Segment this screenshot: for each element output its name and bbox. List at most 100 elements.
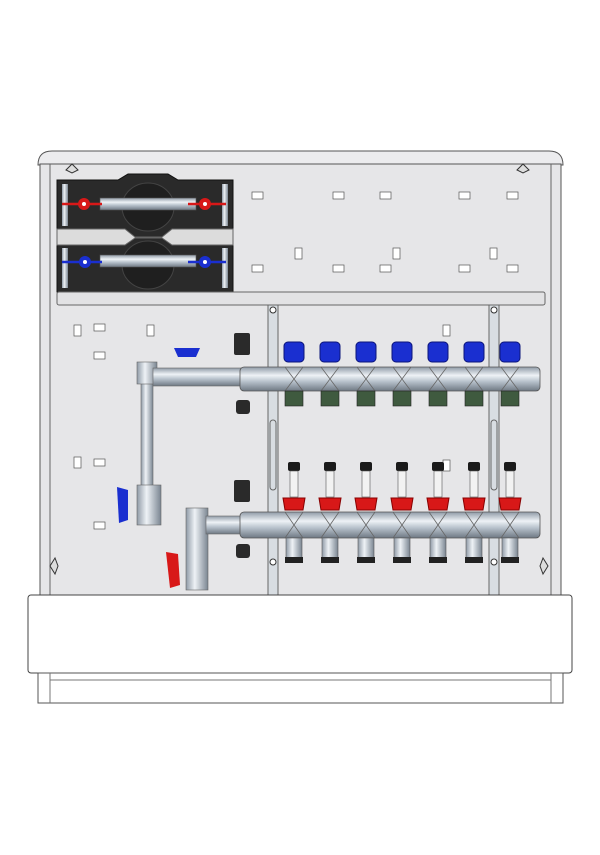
blue-ball-valve-icon: [174, 348, 200, 357]
flowmeter-knob-icon: [468, 462, 480, 471]
blue-ball-valve-icon: [62, 256, 102, 268]
flowmeter-tube: [361, 470, 371, 498]
mounting-slot: [93, 351, 106, 360]
mounting-slots: [73, 191, 519, 530]
flowmeter-red-collar-icon: [282, 497, 306, 511]
mounting-slot: [458, 264, 471, 273]
pump-group: [56, 173, 234, 299]
supply-manifold-bar: [239, 511, 541, 539]
mounting-slot: [93, 521, 106, 530]
outlet-body: [500, 366, 520, 392]
supply-outlet-nut: [285, 557, 303, 563]
return-valve-cap-icon: [391, 341, 413, 363]
return-outlet-connector: [464, 390, 484, 407]
outlet-body: [392, 511, 412, 539]
flowmeter-red-collar-icon: [354, 497, 378, 511]
return-outlet-connector: [320, 390, 340, 407]
flowmeter-tube: [469, 470, 479, 498]
supply-outlet-nut: [357, 557, 375, 563]
mounting-slot: [73, 456, 82, 469]
supply-outlet-connector: [321, 537, 339, 559]
blue-ball-valve-icon: [117, 487, 128, 523]
return-valve-cap-icon: [319, 341, 341, 363]
mounting-slot: [93, 323, 106, 332]
red-ball-valve-icon: [62, 198, 102, 210]
outlet-body: [464, 511, 484, 539]
outlet-body: [428, 511, 448, 539]
cabinet-top: [37, 150, 564, 166]
supply-outlet-connector: [501, 537, 519, 559]
outlet-body: [356, 366, 376, 392]
return-valve-cap-icon: [427, 341, 449, 363]
flowmeter-knob-icon: [324, 462, 336, 471]
bottom-cover: [27, 594, 573, 674]
flowmeter-tube: [325, 470, 335, 498]
supply-outlet-nut: [393, 557, 411, 563]
mounting-slot: [392, 247, 401, 260]
supply-outlet-connector: [393, 537, 411, 559]
mounting-slot: [506, 264, 519, 273]
return-outlet-connector: [428, 390, 448, 407]
supply-outlet-nut: [501, 557, 519, 563]
supply-outlet-connector: [465, 537, 483, 559]
return-manifold-bar: [239, 366, 541, 392]
wing-nut-icon: [65, 163, 79, 174]
mounting-slot: [379, 264, 392, 273]
mounting-slot: [379, 191, 392, 200]
outlet-body: [500, 511, 520, 539]
mounting-slot: [489, 247, 498, 260]
outlet-body: [320, 366, 340, 392]
return-outlet-connector: [500, 390, 520, 407]
wing-nut-icon: [49, 556, 59, 576]
flowmeter-knob-icon: [288, 462, 300, 471]
outlet-body: [320, 511, 340, 539]
flowmeter-tube: [433, 470, 443, 498]
flowmeter-tube: [505, 470, 515, 498]
outlet-body: [428, 366, 448, 392]
manifold-outlets: [282, 341, 522, 563]
supply-outlet-connector: [285, 537, 303, 559]
flowmeter-red-collar-icon: [498, 497, 522, 511]
red-ball-valve-icon: [188, 198, 226, 210]
flowmeter-red-collar-icon: [462, 497, 486, 511]
supply-outlet-connector: [429, 537, 447, 559]
return-valve-cap-icon: [499, 341, 521, 363]
outlet-body: [284, 366, 304, 392]
flowmeter-red-collar-icon: [318, 497, 342, 511]
return-valve-cap-icon: [283, 341, 305, 363]
mounting-slot: [332, 191, 345, 200]
return-outlet-connector: [284, 390, 304, 407]
mounting-slot: [251, 191, 264, 200]
mounting-slot: [294, 247, 303, 260]
mounting-slot: [251, 264, 264, 273]
wing-nut-icon: [516, 163, 530, 174]
flowmeter-red-collar-icon: [426, 497, 450, 511]
mounting-slot: [73, 324, 82, 337]
blue-ball-valve-icon: [188, 256, 226, 268]
wing-nut-icon: [539, 556, 549, 576]
air-vent-icon: [234, 333, 250, 414]
mounting-slot: [458, 191, 471, 200]
flowmeter-knob-icon: [432, 462, 444, 471]
red-ball-valve-icon: [166, 552, 180, 588]
outlet-body: [392, 366, 412, 392]
supply-outlet-nut: [465, 557, 483, 563]
flowmeter-red-collar-icon: [390, 497, 414, 511]
mounting-slot: [442, 459, 451, 472]
flowmeter-knob-icon: [360, 462, 372, 471]
mounting-rail: [56, 291, 546, 306]
return-valve-cap-icon: [463, 341, 485, 363]
flowmeter-tube: [397, 470, 407, 498]
outlet-body: [284, 511, 304, 539]
manifold-bracket: [267, 304, 279, 597]
mounting-slot: [93, 458, 106, 467]
bypass-pipe: [136, 361, 244, 526]
mounting-slot: [506, 191, 519, 200]
mounting-slot: [442, 324, 451, 337]
flowmeter-tube: [289, 470, 299, 498]
return-valve-cap-icon: [355, 341, 377, 363]
return-outlet-connector: [356, 390, 376, 407]
manifold-bracket: [488, 304, 500, 597]
supply-outlet-nut: [429, 557, 447, 563]
